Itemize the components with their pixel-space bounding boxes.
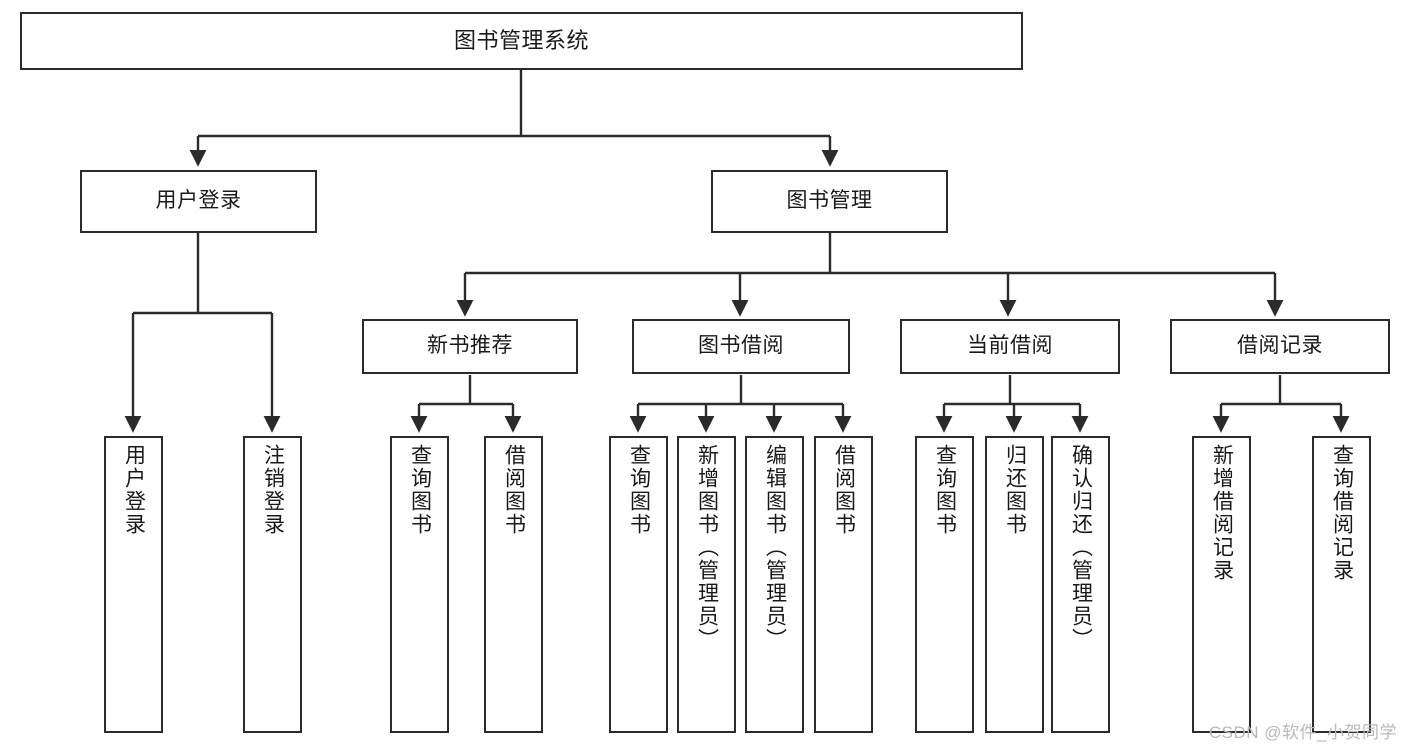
leaf-query-book-3-label: 查询图书	[933, 444, 957, 536]
leaf-user-login[interactable]: 用户登录	[104, 436, 163, 733]
leaf-add-book[interactable]: 新增图书（管理员）	[677, 436, 736, 733]
leaf-logout-login-label: 注销登录	[261, 444, 285, 536]
node-borrow-record-label: 借阅记录	[1237, 334, 1323, 358]
leaf-query-book-2[interactable]: 查询图书	[609, 436, 668, 733]
leaf-query-book-1-label: 查询图书	[408, 444, 432, 536]
node-current-borrow-label: 当前借阅	[967, 334, 1053, 358]
node-new-book-recommend-label: 新书推荐	[427, 334, 513, 358]
watermark: CSDN @软件_小贺同学	[1208, 723, 1397, 742]
node-book-borrow-label: 图书借阅	[698, 334, 784, 358]
leaf-query-book-3[interactable]: 查询图书	[915, 436, 974, 733]
node-new-book-recommend[interactable]: 新书推荐	[362, 319, 578, 374]
leaf-edit-book[interactable]: 编辑图书（管理员）	[745, 436, 804, 733]
leaf-query-book-2-label: 查询图书	[627, 444, 651, 536]
leaf-query-book-1[interactable]: 查询图书	[390, 436, 449, 733]
leaf-borrow-book-2[interactable]: 借阅图书	[814, 436, 873, 733]
node-book-borrow[interactable]: 图书借阅	[632, 319, 850, 374]
node-user-login[interactable]: 用户登录	[80, 170, 317, 233]
node-user-login-label: 用户登录	[155, 189, 242, 213]
leaf-return-book-label: 归还图书	[1003, 444, 1027, 536]
leaf-confirm-return-label: 确认归还（管理员）	[1069, 444, 1093, 651]
node-book-manage-label: 图书管理	[786, 189, 873, 213]
leaf-add-record-label: 新增借阅记录	[1210, 444, 1234, 582]
node-book-manage[interactable]: 图书管理	[711, 170, 948, 233]
node-root[interactable]: 图书管理系统	[20, 12, 1023, 70]
leaf-borrow-book-1[interactable]: 借阅图书	[484, 436, 543, 733]
leaf-borrow-book-2-label: 借阅图书	[832, 444, 856, 536]
node-current-borrow[interactable]: 当前借阅	[900, 319, 1120, 374]
node-borrow-record[interactable]: 借阅记录	[1170, 319, 1390, 374]
leaf-edit-book-label: 编辑图书（管理员）	[763, 444, 787, 651]
leaf-add-record[interactable]: 新增借阅记录	[1192, 436, 1251, 733]
leaf-add-book-label: 新增图书（管理员）	[695, 444, 719, 651]
leaf-logout-login[interactable]: 注销登录	[243, 436, 302, 733]
leaf-return-book[interactable]: 归还图书	[985, 436, 1044, 733]
leaf-confirm-return[interactable]: 确认归还（管理员）	[1051, 436, 1110, 733]
leaf-borrow-book-1-label: 借阅图书	[502, 444, 526, 536]
leaf-user-login-label: 用户登录	[122, 444, 146, 536]
leaf-query-record-label: 查询借阅记录	[1330, 444, 1354, 582]
leaf-query-record[interactable]: 查询借阅记录	[1312, 436, 1371, 733]
node-root-label: 图书管理系统	[453, 28, 589, 54]
